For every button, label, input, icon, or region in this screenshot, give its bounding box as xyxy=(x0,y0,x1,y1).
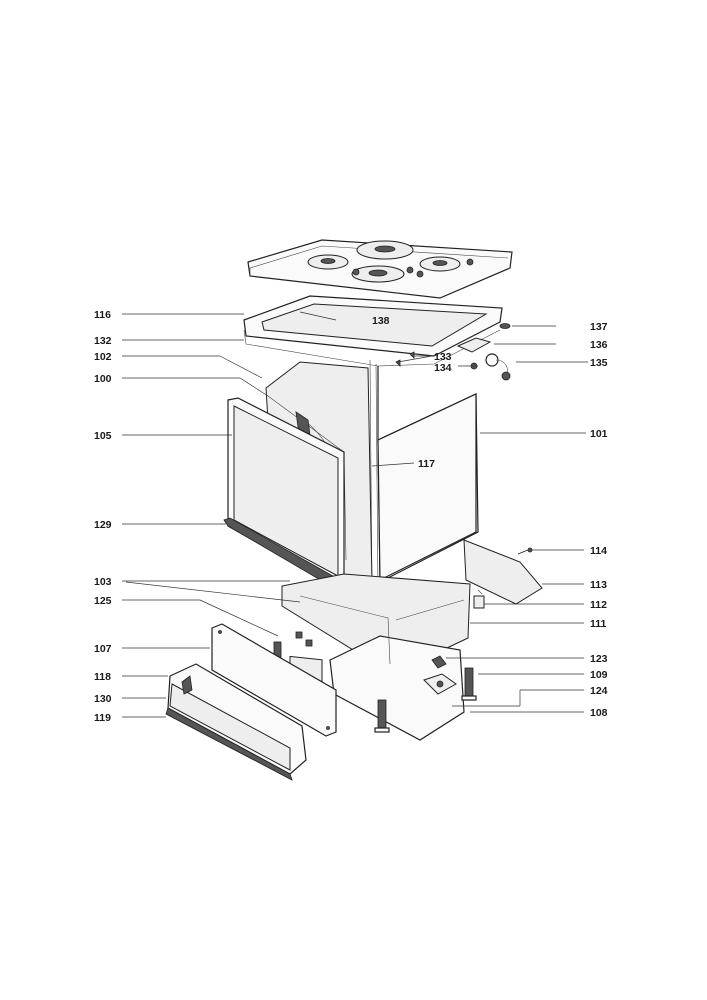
callout-130: 130 xyxy=(94,693,112,705)
callout-101: 101 xyxy=(590,428,608,440)
callout-135: 135 xyxy=(590,357,608,369)
callout-109: 109 xyxy=(590,669,608,681)
hob-cooktop xyxy=(247,239,513,299)
callout-123: 123 xyxy=(590,653,608,665)
callout-129: 129 xyxy=(94,519,112,531)
adjustable-feet xyxy=(273,641,477,733)
front-kick-panel xyxy=(211,623,337,737)
plinth-drawer xyxy=(165,663,307,781)
top-frame xyxy=(243,295,503,367)
leader-lines xyxy=(122,311,588,718)
callout-108: 108 xyxy=(590,707,608,719)
callout-118: 118 xyxy=(94,671,111,683)
callout-125: 125 xyxy=(94,595,112,607)
callout-117: 117 xyxy=(418,458,435,470)
callout-132: 132 xyxy=(94,335,112,347)
callout-138: 138 xyxy=(372,315,390,327)
cabinet-side-panel xyxy=(369,359,543,605)
callout-labels: 116 138 137 132 136 102 133 134 135 100 … xyxy=(94,309,608,724)
callout-111: 111 xyxy=(590,618,607,630)
callout-105: 105 xyxy=(94,430,112,442)
small-parts xyxy=(395,323,533,609)
callout-133: 133 xyxy=(434,351,452,363)
door-panel xyxy=(223,397,345,589)
callout-136: 136 xyxy=(590,339,608,351)
callout-119: 119 xyxy=(94,712,111,724)
callout-116: 116 xyxy=(94,309,111,321)
callout-134: 134 xyxy=(434,362,452,374)
callout-124: 124 xyxy=(590,685,608,697)
callout-107: 107 xyxy=(94,643,112,655)
callout-114: 114 xyxy=(590,545,607,557)
callout-103: 103 xyxy=(94,576,112,588)
callout-113: 113 xyxy=(590,579,607,591)
callout-137: 137 xyxy=(590,321,608,333)
callout-100: 100 xyxy=(94,373,112,385)
callout-102: 102 xyxy=(94,351,112,363)
callout-112: 112 xyxy=(590,599,607,611)
